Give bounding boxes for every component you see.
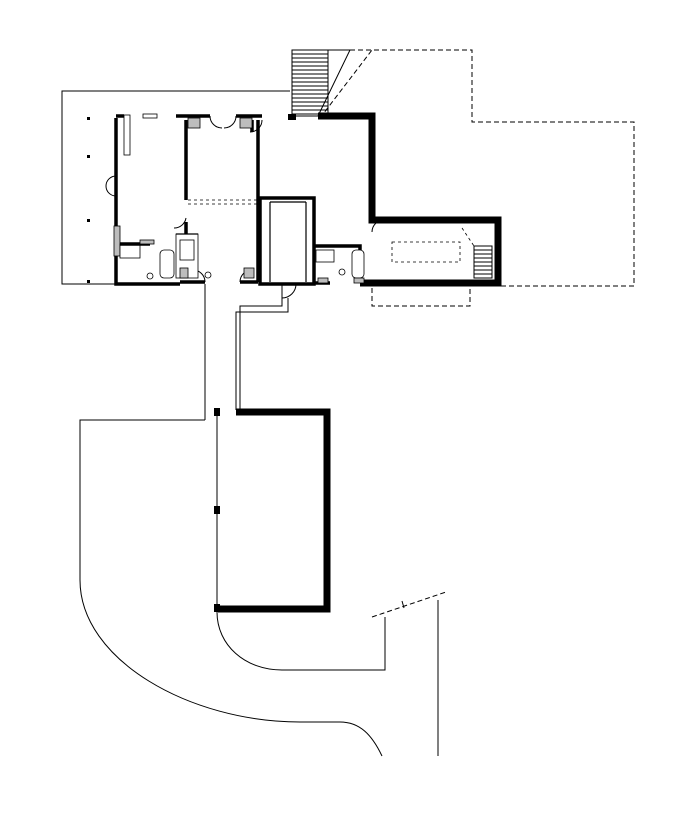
house-walls [114, 112, 502, 287]
terrace-outline [61, 90, 290, 285]
terrace-post-markers [87, 117, 90, 283]
driveway-curves [79, 419, 447, 757]
connecting-path [204, 284, 289, 420]
bathroom-left-fixtures [113, 114, 296, 280]
outbuilding [214, 408, 331, 613]
doors [105, 115, 385, 299]
upper-floor-projection [319, 49, 635, 307]
interior-stair [473, 245, 493, 279]
interior-dashed-lines [188, 199, 475, 263]
bathroom-right-fixtures [315, 249, 365, 284]
exterior-stair [291, 49, 351, 117]
